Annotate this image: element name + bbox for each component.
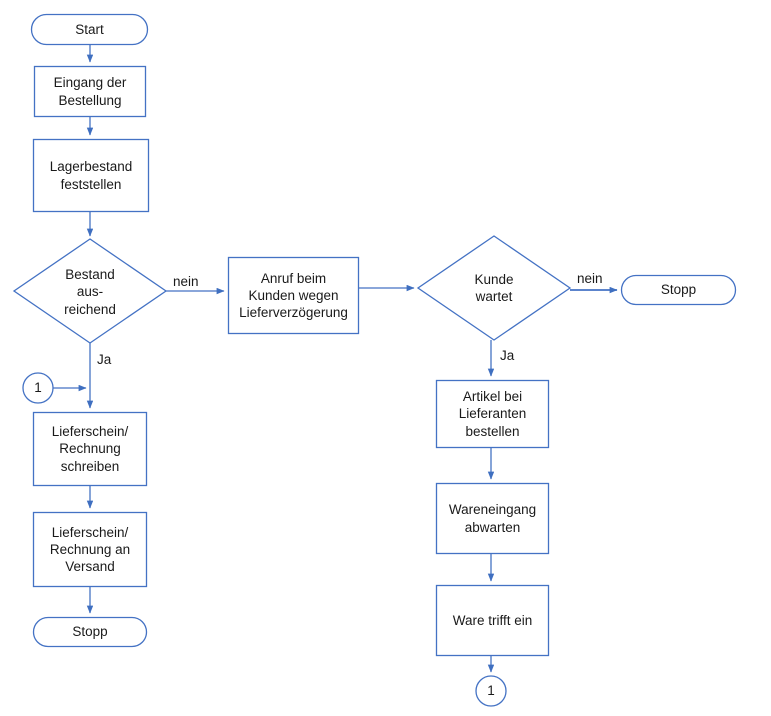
shape-stopp-links[interactable] bbox=[32, 616, 148, 648]
edge-label-bestand-ja: Ja bbox=[97, 352, 112, 367]
shape-artikel[interactable] bbox=[435, 379, 550, 449]
shape-stopp-rechts[interactable] bbox=[620, 274, 737, 306]
shape-wareneingang[interactable] bbox=[435, 482, 550, 555]
shape-connector-bottom[interactable] bbox=[475, 675, 507, 707]
edge-label-bestand-nein: nein bbox=[173, 274, 199, 289]
shape-kunde-wartet[interactable] bbox=[416, 235, 572, 341]
shape-bestand-frage[interactable] bbox=[12, 238, 168, 344]
shape-lieferschein-versand[interactable] bbox=[32, 511, 148, 588]
shape-lagerbestand[interactable] bbox=[32, 138, 150, 213]
shape-anruf[interactable] bbox=[227, 256, 360, 335]
shape-ware-trifft-ein[interactable] bbox=[435, 584, 550, 657]
edge-label-kunde-nein: nein bbox=[577, 271, 603, 286]
shape-start[interactable] bbox=[30, 13, 149, 46]
shape-eingang[interactable] bbox=[33, 65, 147, 118]
node-label-connector-bottom: 1 bbox=[487, 683, 495, 699]
node-label-connector-left: 1 bbox=[34, 380, 42, 396]
shape-lieferschein-schreiben[interactable] bbox=[32, 411, 148, 487]
edge-label-kunde-ja: Ja bbox=[500, 348, 515, 363]
